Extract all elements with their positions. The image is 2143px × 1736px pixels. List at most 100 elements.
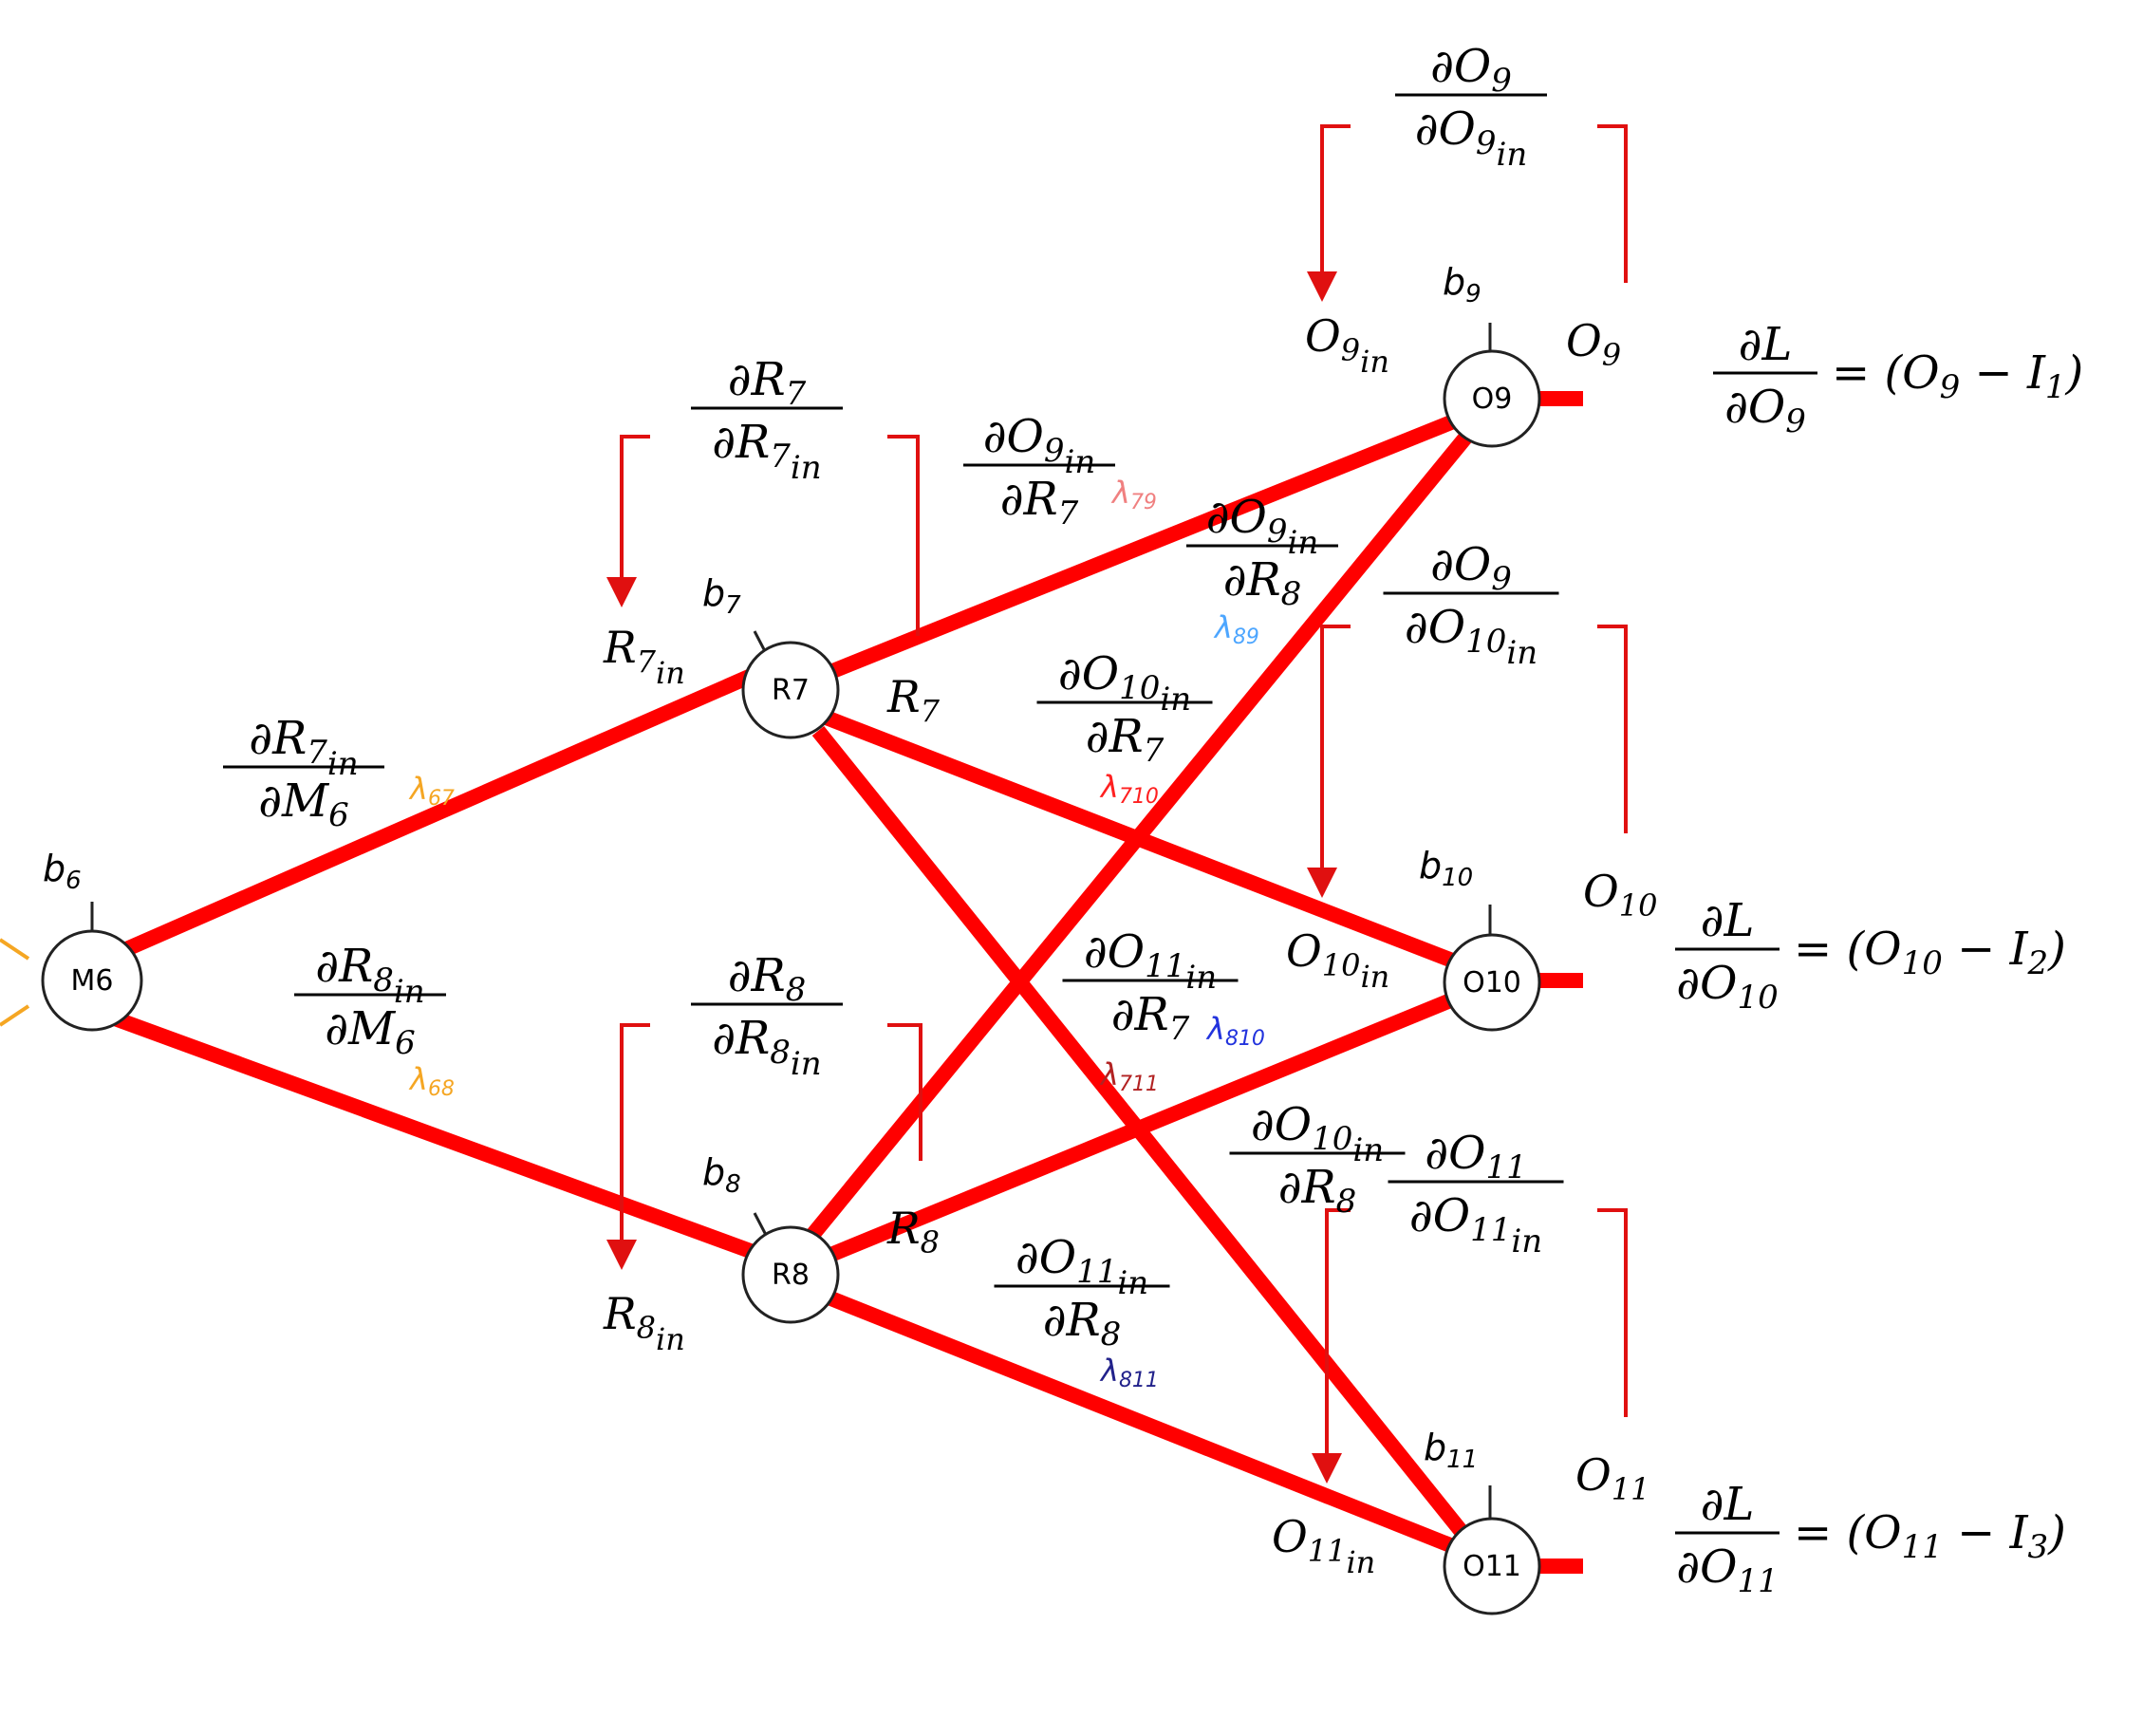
weight-l710: λ710 <box>1099 769 1159 809</box>
fraction-do10in-dr7: ∂O10in∂R7 <box>1036 647 1213 770</box>
fraction-do10in-dr8: ∂O10in∂R8 <box>1229 1098 1406 1221</box>
edge-r8-o10 <box>820 989 1463 1265</box>
bracket-o9 <box>1322 124 1628 294</box>
bracket-r8 <box>622 1023 922 1262</box>
node-r8: R8 <box>741 1225 840 1324</box>
fraction-do11in-dr7: ∂O11in∂R7 <box>1062 925 1239 1048</box>
fraction-denominator: ∂R7 <box>1086 710 1165 770</box>
node-o9: O9 <box>1443 349 1541 448</box>
bias-labels: b6 b7 b8 b9 b10 b11 <box>43 261 1481 1474</box>
fraction-numerator: ∂O9 <box>1430 40 1512 100</box>
weight-l79: λ79 <box>1110 475 1157 514</box>
bias-b11: b11 <box>1424 1427 1478 1474</box>
bracket-r7 <box>622 435 920 636</box>
node-label-r8: R8 <box>772 1259 810 1292</box>
fraction-numerator: ∂O9in <box>983 410 1096 481</box>
fraction-do9in-dr8: ∂O9in∂R8 <box>1186 491 1338 613</box>
signal-r8in: R8in <box>603 1288 685 1357</box>
node-o10: O10 <box>1443 933 1541 1032</box>
fraction-numerator: ∂O10in <box>1058 647 1191 719</box>
fraction-do10-do10in: ∂O9∂O10in <box>1383 538 1559 672</box>
weight-labels: λ67 λ68 λ79 λ89 λ710 λ711 λ810 λ811 <box>408 475 1265 1392</box>
loss-equations: ∂L ∂O9 = (O9 − I1) ∂L ∂O10 = (O10 − I2) ∂L ∂O11… <box>1675 318 2083 1600</box>
fraction-numerator: ∂O11 <box>1425 1127 1526 1186</box>
weight-l68: λ68 <box>408 1061 455 1101</box>
bias-b7: b7 <box>702 572 741 620</box>
edge-m6-r8 <box>91 1003 758 1260</box>
loss-rhs: = (O11 − I3) <box>1794 1506 2066 1566</box>
node-label-o9: O9 <box>1472 383 1513 416</box>
bracket-o10 <box>1322 625 1628 890</box>
loss-denominator: ∂O10 <box>1676 957 1778 1017</box>
fraction-denominator: ∂O9in <box>1415 103 1528 174</box>
fraction-dr7-dr7in: ∂R7∂R7in <box>691 353 843 487</box>
fraction-numerator: ∂O11in <box>1084 925 1217 997</box>
fraction-numerator: ∂O9 <box>1430 538 1512 598</box>
bias-b6: b6 <box>43 848 82 895</box>
loss-gradient-l10: ∂L ∂O10 = (O10 − I2) <box>1675 894 2066 1017</box>
node-label-o11: O11 <box>1463 1550 1521 1583</box>
incoming-edge-upper <box>0 938 30 961</box>
bias-stem-r8 <box>753 1212 769 1238</box>
fraction-numerator: ∂R7in <box>249 712 358 783</box>
loss-numerator: ∂L <box>1701 1478 1755 1531</box>
fraction-denominator: ∂R8in <box>712 1012 821 1083</box>
loss-rhs: = (O9 − I1) <box>1832 346 2083 406</box>
derivative-fractions: ∂R7in∂M6∂R8in∂M6∂R7∂R7in∂R8∂R8in∂O9in∂R7… <box>223 40 1564 1353</box>
fraction-dr7in-dm6: ∂R7in∂M6 <box>223 712 384 834</box>
bias-b10: b10 <box>1419 845 1473 892</box>
signal-o10: O10 <box>1583 866 1657 924</box>
edge-r7-o9 <box>823 413 1459 681</box>
loss-gradient-l9: ∂L ∂O9 = (O9 − I1) <box>1713 318 2083 440</box>
node-r7: R7 <box>741 641 840 739</box>
fraction-denominator: ∂M6 <box>325 1002 416 1062</box>
fraction-denominator: ∂R7 <box>1111 988 1190 1048</box>
edge-r8-o11 <box>821 1288 1463 1557</box>
bias-b9: b9 <box>1443 261 1481 308</box>
fraction-numerator: ∂R8in <box>315 940 424 1011</box>
fraction-denominator: ∂R7 <box>1000 473 1079 532</box>
fraction-denominator: ∂R8 <box>1043 1294 1122 1353</box>
bias-b8: b8 <box>702 1151 741 1199</box>
weight-l810: λ810 <box>1205 1011 1265 1051</box>
loss-rhs: = (O10 − I2) <box>1794 923 2066 982</box>
weight-l711: λ711 <box>1099 1056 1159 1096</box>
incoming-edge-lower <box>0 1004 30 1027</box>
loss-denominator: ∂O9 <box>1724 381 1806 440</box>
fraction-do9in-dr7: ∂O9in∂R7 <box>963 410 1115 532</box>
fraction-dr8-dr8in: ∂R8∂R8in <box>691 949 843 1083</box>
weight-l811: λ811 <box>1099 1353 1159 1392</box>
fraction-do11-do11in: ∂O11∂O11in <box>1388 1127 1564 1260</box>
loss-denominator: ∂O11 <box>1676 1540 1778 1600</box>
fraction-do11in-dr8: ∂O11in∂R8 <box>994 1231 1170 1353</box>
fraction-dr8in-dm6: ∂R8in∂M6 <box>294 940 446 1062</box>
node-m6: M6 <box>41 929 143 1032</box>
loss-numerator: ∂L <box>1701 894 1755 947</box>
fraction-numerator: ∂O9in <box>1206 491 1319 562</box>
node-label-m6: M6 <box>71 964 114 998</box>
gradient-arrows <box>622 124 1628 1476</box>
signal-o9: O9 <box>1566 315 1621 373</box>
node-label-r7: R7 <box>772 674 810 707</box>
signal-labels: R7in R8in O9in O10in O11in R7 R8 O9 O10 … <box>603 310 1657 1580</box>
signal-r7: R7 <box>886 671 941 729</box>
fraction-denominator: ∂R8 <box>1223 553 1302 613</box>
fraction-do9-do9in: ∂O9∂O9in <box>1395 40 1547 174</box>
signal-r7in: R7in <box>603 622 685 691</box>
signal-r8: R8 <box>886 1203 940 1260</box>
signal-o11in: O11in <box>1272 1511 1375 1580</box>
signal-o9in: O9in <box>1305 310 1389 380</box>
loss-numerator: ∂L <box>1739 318 1793 371</box>
loss-gradient-l11: ∂L ∂O11 = (O11 − I3) <box>1675 1478 2066 1600</box>
fraction-denominator: ∂O10in <box>1405 601 1537 672</box>
fraction-numerator: ∂R7 <box>728 353 807 413</box>
signal-o11: O11 <box>1575 1449 1649 1507</box>
fraction-denominator: ∂O11in <box>1409 1189 1542 1260</box>
fraction-numerator: ∂O10in <box>1251 1098 1384 1169</box>
weight-l89: λ89 <box>1213 609 1259 649</box>
bracket-o11 <box>1327 1208 1628 1476</box>
node-o11: O11 <box>1443 1517 1541 1615</box>
fraction-numerator: ∂O11in <box>1016 1231 1148 1302</box>
signal-o10in: O10in <box>1286 925 1389 995</box>
